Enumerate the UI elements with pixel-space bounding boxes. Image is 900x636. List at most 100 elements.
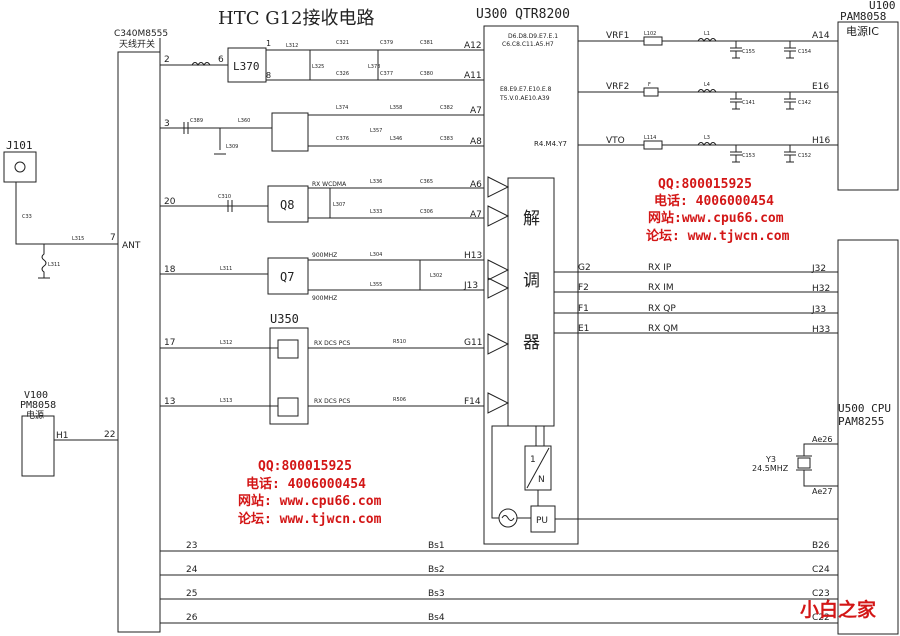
q7-path-l311: L311: [220, 266, 232, 272]
v100-pin-h1: H1: [56, 431, 69, 441]
q7-label: Q7: [280, 270, 294, 284]
rail2-res: F: [648, 82, 651, 88]
u350-label: U350: [270, 312, 299, 326]
divider-1: 1: [530, 455, 536, 465]
q8-path-l333: L333: [370, 209, 382, 215]
u300-pin-a8: A8: [470, 137, 482, 147]
switch-pin-22: 22: [104, 430, 115, 440]
switch-pin-7: 7: [110, 233, 116, 243]
q7-band-label-lower: 900MHZ: [312, 295, 337, 302]
v100-desc: 电源: [26, 409, 44, 421]
crystal-y3: [797, 457, 811, 469]
u300-pin-j13: J13: [463, 281, 478, 291]
u300-pin-g2: G2: [578, 263, 591, 273]
mid-filter-block: [271, 112, 309, 152]
rail2-cap-b: C142: [798, 100, 811, 106]
u500-pin-b26: B26: [812, 541, 830, 551]
q8-path-c306: C306: [420, 209, 433, 215]
q8-block: [267, 185, 309, 223]
u100-part: PAM8058: [840, 10, 886, 23]
switch-description: 天线开关: [119, 38, 155, 50]
u300-pin-a6: A6: [470, 180, 482, 190]
q7-path-l355: L355: [370, 282, 382, 288]
q8-label: Q8: [280, 198, 294, 212]
mid-c389: C389: [190, 118, 203, 124]
bus-pin-26: 26: [186, 613, 198, 623]
mid-c382: C382: [440, 105, 453, 111]
bus-net-bs4: Bs4: [428, 613, 445, 623]
u500-part: PAM8255: [838, 415, 884, 428]
u300-pin-a12: A12: [464, 41, 482, 51]
rail3-res: L114: [644, 135, 656, 141]
rail-vrf2: VRF2: [606, 82, 629, 92]
rail2-ind: L4: [704, 82, 710, 88]
bus-net-bs3: Bs3: [428, 589, 445, 599]
l370-pin-1: 1: [266, 39, 271, 48]
u300-power-pins-2a: E8.E9.E7.E10.E.8: [500, 86, 552, 93]
u300-pin-a7-upper: A7: [470, 106, 482, 116]
antenna-switch-block: [117, 51, 161, 633]
switch-pin-2: 2: [164, 55, 170, 65]
divider-n: N: [538, 475, 545, 485]
rail3-ind: L3: [704, 135, 710, 141]
q7-band-label-upper: 900MHZ: [312, 252, 337, 259]
u500-pin-j33: J33: [811, 305, 826, 315]
switch-ant-pin-label: ANT: [122, 241, 141, 251]
u500-pin-ae27: Ae27: [812, 487, 832, 496]
u300-pin-h13: H13: [464, 251, 482, 261]
u300-power-pins-1b: C6.C8.C11.A5.H7: [502, 41, 554, 48]
watermark-tel-2: 电话: 4006000454: [246, 476, 366, 492]
rail1-res: L102: [644, 31, 656, 37]
net-rx-qm: RX QM: [648, 324, 678, 334]
upper-c326: C326: [336, 71, 349, 77]
watermark-tel: 电话: 4006000454: [654, 193, 774, 209]
u500-pin-j32: J32: [811, 264, 826, 274]
watermark-forum: 论坛: www.tjwcn.com: [646, 228, 790, 244]
mid-l346: L346: [390, 136, 402, 142]
mid-l358: L358: [390, 105, 402, 111]
switch-part-number: C340M8555: [114, 29, 168, 39]
watermark-qq-2: QQ:800015925: [258, 459, 352, 474]
q8-path-l336: L336: [370, 179, 382, 185]
demod-char-2: 调: [523, 271, 540, 291]
watermark-web-2: 网站: www.cpu66.com: [238, 493, 382, 509]
mid-l374: L374: [336, 105, 348, 111]
u350-band-lower: RX DCS PCS: [314, 398, 351, 405]
pll-label: PU: [536, 516, 548, 526]
q8-path-l307: L307: [333, 202, 345, 208]
u300-pin-f14: F14: [464, 397, 481, 407]
net-rx-ip: RX IP: [648, 263, 672, 273]
mid-c383: C383: [440, 136, 453, 142]
v100-part: PM8058: [20, 400, 56, 411]
rail-vto: VTO: [606, 136, 625, 146]
bus-pin-24: 24: [186, 565, 198, 575]
u300-power-pins-2b: T5.V.0.AE10.A39: [499, 95, 550, 102]
q7-block: [267, 257, 309, 295]
upper-c381: C381: [420, 40, 433, 46]
u300-pin-f1: F1: [578, 304, 589, 314]
bus-pin-23: 23: [186, 541, 197, 551]
v100-name: V100: [24, 390, 48, 401]
mid-l309: L309: [226, 144, 238, 150]
mid-l360: L360: [238, 118, 250, 124]
switch-pin-6: 6: [218, 55, 224, 65]
j101-l311: L311: [48, 262, 60, 268]
upper-l325: L325: [312, 64, 324, 70]
u100-pin-a14: A14: [812, 31, 830, 41]
u100-name: U100: [869, 0, 896, 12]
u350-path-l313: L313: [220, 398, 232, 404]
upper-c380: C380: [420, 71, 433, 77]
watermark-forum-2: 论坛: www.tjwcn.com: [238, 511, 382, 527]
u500-pin-h33: H33: [812, 325, 830, 335]
u100-pin-h16: H16: [812, 136, 830, 146]
switch-pin-17: 17: [164, 338, 175, 348]
q8-band-label: RX WCDMA: [312, 181, 347, 188]
crystal-freq: 24.5MHZ: [752, 464, 789, 473]
u100-desc: 电源IC: [846, 24, 879, 38]
u500-pin-h32: H32: [812, 284, 830, 294]
u100-block: [837, 21, 899, 191]
diagram-title: HTC G12接收电路: [218, 8, 374, 29]
j101-l315: L315: [72, 236, 84, 242]
u350-path-l312: L312: [220, 340, 232, 346]
upper-l378: L378: [368, 64, 380, 70]
